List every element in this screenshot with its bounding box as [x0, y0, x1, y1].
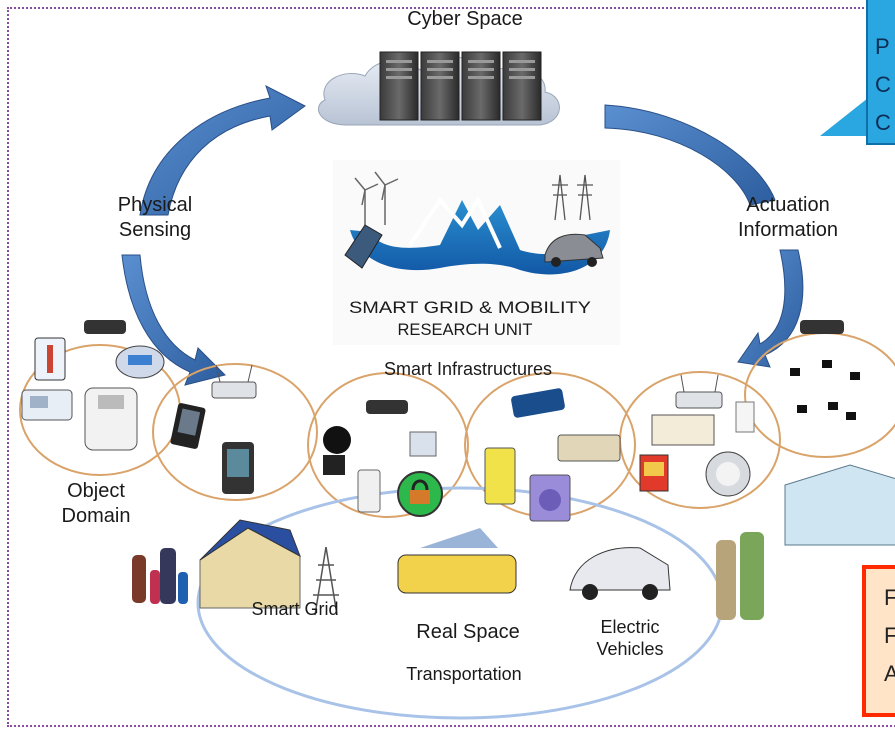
arrow-right-down	[737, 249, 804, 368]
elderly-couple-icon	[716, 532, 764, 620]
server-rack-icon	[379, 51, 542, 121]
router-icon	[84, 320, 126, 334]
actuation-information-label: Actuation Information	[720, 193, 856, 243]
callout-blue: P C C	[866, 0, 895, 145]
smoke-detector-icon	[409, 431, 437, 457]
logo-line2: RESEARCH UNIT	[398, 320, 533, 339]
transportation-label: Transportation	[406, 664, 522, 684]
fridge-icon	[484, 447, 516, 505]
arrow-top-right	[604, 104, 776, 206]
hub-icon	[366, 400, 408, 414]
electric-meter-icon	[705, 451, 751, 497]
arrow-top-left	[139, 84, 306, 216]
arrow-left-down	[121, 254, 226, 386]
pda-icon	[222, 442, 254, 494]
sensor-hub-icon	[800, 320, 844, 334]
real-space-label: Real Space	[416, 621, 520, 643]
callout-blue-letter-2: C	[875, 72, 891, 97]
physical-sensing-line2: Sensing	[118, 219, 192, 241]
actuation-information-line1: Actuation	[746, 194, 830, 216]
device-icons	[21, 320, 895, 620]
electric-vehicles-label: Electric Vehicles	[575, 616, 685, 660]
access-point-icon	[675, 374, 723, 409]
lock-icon	[397, 471, 443, 517]
phone-icon	[170, 403, 206, 449]
thermometer-icon	[34, 337, 66, 381]
ring-sensors	[744, 332, 895, 458]
callout-red-letter-3: A	[884, 661, 895, 686]
cyber-space-label: Cyber Space	[407, 8, 523, 30]
wifi-router-icon	[211, 364, 257, 399]
webcam-icon	[323, 426, 351, 475]
object-domain-line2: Domain	[61, 505, 131, 527]
electric-vehicle-icon	[569, 547, 671, 600]
physical-sensing-line1: Physical	[117, 194, 193, 216]
electric-vehicles-line1: Electric	[600, 617, 660, 637]
sensor-node-icons	[790, 360, 860, 420]
callout-red-inner	[866, 569, 895, 713]
ring-security-devices	[307, 372, 469, 518]
office-building-icon	[784, 464, 895, 546]
car-icon	[544, 233, 604, 267]
dotted-frame	[7, 7, 895, 727]
smart-grid-label: Smart Grid	[251, 599, 339, 619]
actuation-information-line2: Information	[737, 219, 839, 241]
pylon-icon	[313, 546, 339, 616]
battery-icon	[639, 454, 669, 492]
transport-icon	[397, 528, 517, 594]
callout-blue-letter-1: P	[875, 34, 890, 59]
electric-vehicles-line2: Vehicles	[596, 639, 664, 659]
smart-grid-logo: SMART GRID & MOBILITY RESEARCH UNIT	[333, 160, 620, 345]
callout-blue-tail	[820, 98, 868, 136]
ring-mobile-devices	[152, 363, 318, 501]
callout-red-letter-1: F	[884, 585, 895, 610]
house-icon	[199, 519, 301, 609]
air-conditioner-icon	[557, 434, 621, 462]
callout-red-letter-2: F	[884, 623, 895, 648]
smart-infrastructures-label: Smart Infrastructures	[383, 359, 553, 379]
callout-red: F F A	[862, 565, 895, 717]
blood-pressure-icon	[21, 389, 73, 421]
breaker-panel-icon	[651, 414, 715, 446]
washing-machine-icon	[529, 474, 571, 522]
modem-icon	[511, 388, 565, 418]
scale-icon	[115, 345, 165, 379]
body-scale-icon	[84, 387, 138, 451]
thermostat-icon	[735, 401, 755, 433]
family-icon	[132, 548, 188, 604]
motion-sensor-icon	[357, 469, 381, 513]
object-domain-line1: Object	[67, 480, 125, 502]
logo-line1: SMART GRID & MOBILITY	[349, 298, 591, 317]
callout-blue-letter-3: C	[875, 110, 891, 135]
physical-sensing-label: Physical Sensing	[100, 193, 210, 243]
object-domain-label: Object Domain	[46, 479, 146, 529]
